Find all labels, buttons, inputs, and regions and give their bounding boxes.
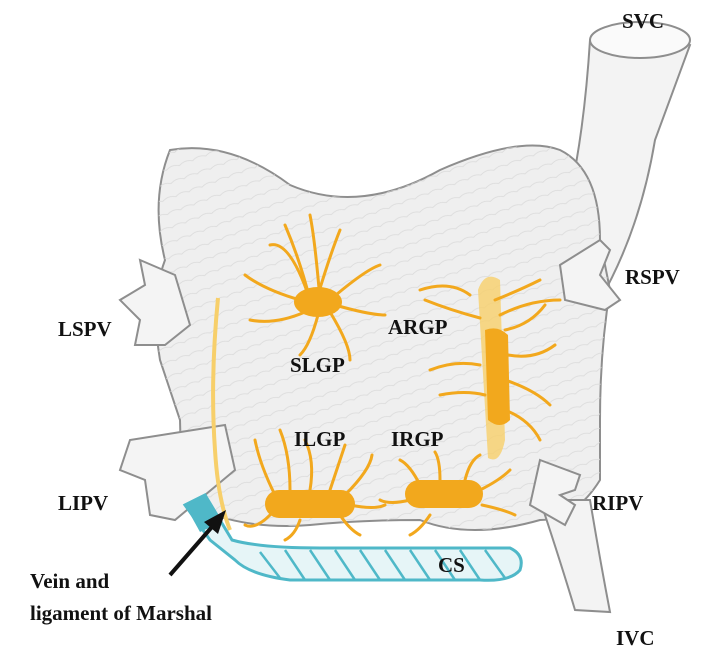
label-svc: SVC bbox=[622, 9, 664, 33]
label-irgp: IRGP bbox=[391, 427, 444, 451]
label-rspv: RSPV bbox=[625, 265, 680, 289]
label-marshal-line1: Vein and bbox=[30, 569, 110, 593]
label-ripv: RIPV bbox=[592, 491, 643, 515]
label-marshal-line2: ligament of Marshal bbox=[30, 601, 212, 625]
label-lspv: LSPV bbox=[58, 317, 112, 341]
label-ivc: IVC bbox=[616, 626, 655, 650]
label-ilgp: ILGP bbox=[294, 427, 346, 451]
label-cs: CS bbox=[438, 553, 465, 577]
label-lipv: LIPV bbox=[58, 491, 108, 515]
label-argp: ARGP bbox=[388, 315, 448, 339]
label-slgp: SLGP bbox=[290, 353, 345, 377]
